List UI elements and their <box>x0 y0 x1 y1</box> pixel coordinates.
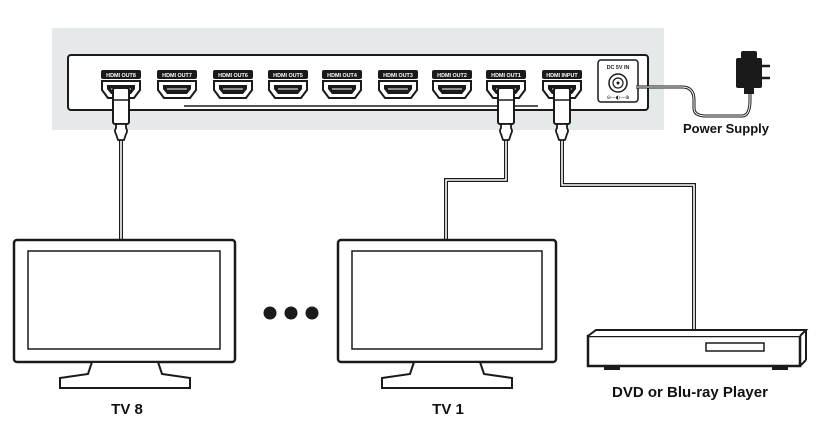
port-label: HDMI OUT6 <box>218 73 248 79</box>
port-hdmi-out6: HDMI OUT6 <box>213 70 253 99</box>
dc-polarity-symbol: ⊖—◐—⊕ <box>607 95 630 101</box>
hdmi-cables <box>119 140 696 336</box>
player-body <box>586 334 802 368</box>
port-label: HDMI OUT1 <box>491 73 521 79</box>
power-supply-label: Power Supply <box>683 121 770 136</box>
tv-8-stand <box>59 361 191 389</box>
more-tvs-ellipsis <box>263 306 319 320</box>
tv-1-screen <box>351 250 543 350</box>
hdmi-plug-out8 <box>112 87 130 141</box>
port-label: HDMI OUT5 <box>273 73 303 79</box>
power-supply: Power Supply <box>636 51 770 136</box>
tv-1: TV 1 <box>336 238 558 418</box>
tv-1-stand <box>381 361 513 389</box>
hdmi-cable-input <box>560 140 696 336</box>
port-label: HDMI OUT3 <box>383 73 413 79</box>
tv-8-screen <box>27 250 221 350</box>
port-label: HDMI OUT4 <box>327 73 357 79</box>
port-label: HDMI OUT7 <box>162 73 192 79</box>
hdmi-splitter: HDMI OUT8 HDMI OUT7 HDMI OUT6 HDMI OUT5 HDMI… <box>52 28 664 130</box>
dvd-bluray-player: DVD or Blu-ray Player <box>586 329 809 401</box>
port-label: HDMI OUT8 <box>106 73 136 79</box>
port-hdmi-out4: HDMI OUT4 <box>322 70 362 99</box>
player-disc-tray <box>705 342 765 352</box>
port-label: HDMI INPUT <box>546 73 578 79</box>
port-hdmi-out5: HDMI OUT5 <box>268 70 308 99</box>
power-adapter-icon <box>736 51 770 94</box>
port-hdmi-out3: HDMI OUT3 <box>378 70 418 99</box>
tv-1-label: TV 1 <box>432 401 464 418</box>
hdmi-plug-out1 <box>497 87 515 141</box>
tv-8-label: TV 8 <box>111 401 143 418</box>
dc-input-jack: DC 5V IN ⊖—◐—⊕ <box>597 59 639 103</box>
port-label: HDMI OUT2 <box>437 73 467 79</box>
tv-8: TV 8 <box>12 238 237 418</box>
hdmi-plug-input <box>553 87 571 141</box>
dc-input-label: DC 5V IN <box>607 65 630 71</box>
hdmi-plugs <box>112 87 571 141</box>
hdmi-cable-out1 <box>444 140 508 240</box>
port-hdmi-out2: HDMI OUT2 <box>432 70 472 99</box>
port-hdmi-out7: HDMI OUT7 <box>157 70 197 99</box>
player-label: DVD or Blu-ray Player <box>612 384 768 401</box>
